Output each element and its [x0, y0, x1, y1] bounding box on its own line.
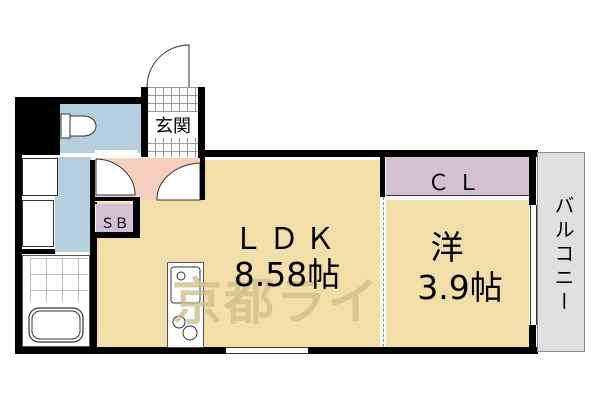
washbasin	[22, 200, 54, 247]
western-window	[530, 205, 537, 325]
shoe-box	[96, 204, 133, 232]
ldk-size: 8.58帖	[233, 255, 341, 294]
washroom	[55, 157, 91, 252]
bathtub-icon	[28, 307, 84, 343]
entrance-label: 玄関	[148, 112, 198, 138]
closet	[386, 157, 529, 195]
entrance-door-swing	[146, 44, 190, 88]
ldk-window	[226, 347, 308, 354]
western-room	[386, 200, 529, 347]
balcony	[537, 152, 585, 352]
balcony-label: バルコニー	[551, 195, 575, 315]
toilet-icon	[60, 113, 97, 139]
sink-and-stove-icon	[170, 266, 201, 341]
closet-label: ＣＬ	[427, 171, 488, 196]
washing-machine-pan	[22, 158, 58, 196]
western-name: 洋	[430, 228, 470, 267]
ldk-name: ＬＤＫ	[233, 222, 341, 257]
western-size: 3.9帖	[417, 268, 503, 307]
